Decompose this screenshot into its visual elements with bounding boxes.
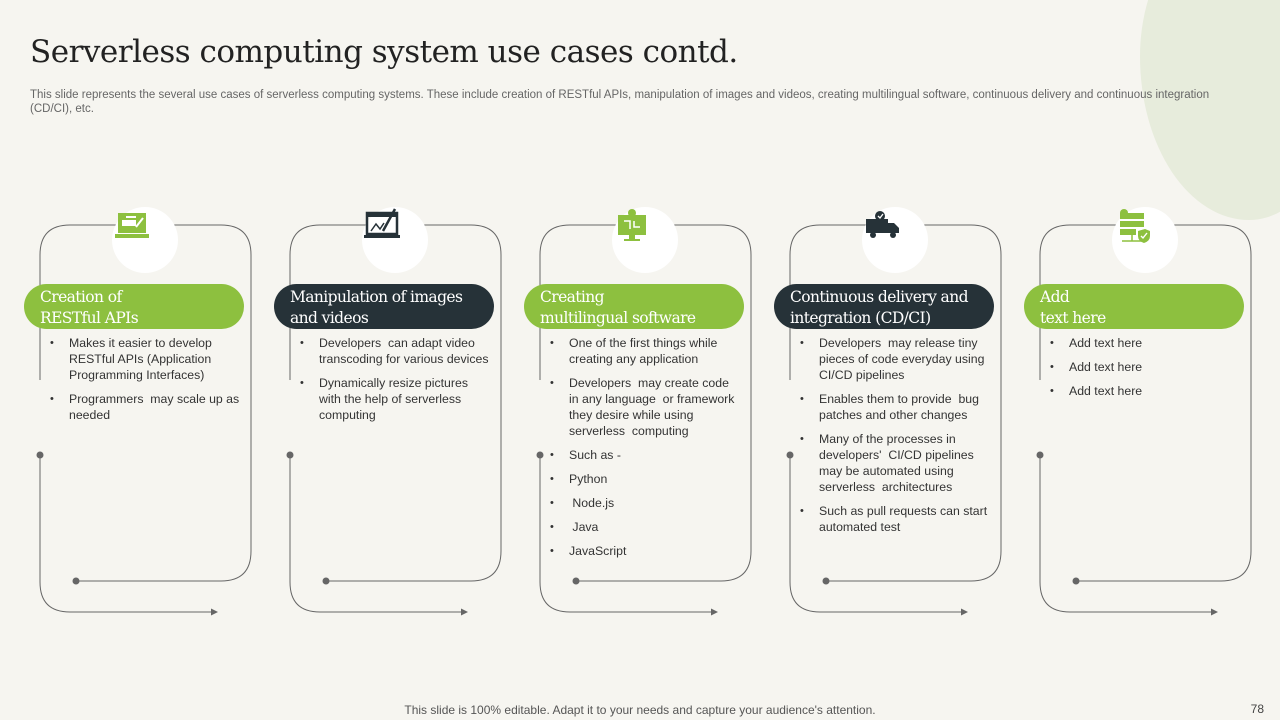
arrow-head-icon	[211, 608, 218, 616]
bullet-item: Such as -	[550, 447, 740, 463]
bullet-item: Node.js	[550, 495, 740, 511]
card-title-line: RESTful APIs	[40, 309, 139, 327]
bullet-item: One of the first things while creating a…	[550, 335, 740, 367]
card-title-line: Add	[1040, 288, 1070, 306]
arrow-head-icon	[1211, 608, 1218, 616]
card-title: Continuous delivery and integration (CD/C…	[774, 284, 994, 329]
frame-dot	[822, 577, 830, 585]
flow-line	[789, 455, 962, 613]
bullet-item: Many of the processes in developers' CI/…	[800, 431, 990, 495]
frame-outline	[539, 224, 752, 582]
card-title-line: Continuous delivery and	[790, 288, 969, 306]
bullet-item: Python	[550, 471, 740, 487]
card-title-line: Creating	[540, 288, 605, 306]
bullet-list: Add text hereAdd text hereAdd text here	[1050, 335, 1240, 407]
bullet-item: Add text here	[1050, 383, 1240, 399]
bullet-item: Makes it easier to develop RESTful APIs …	[50, 335, 240, 383]
flow-line	[539, 455, 712, 613]
card-title: Manipulation of images and videos	[274, 284, 494, 329]
laptop-code-icon	[115, 213, 149, 238]
icon-circle	[862, 207, 928, 273]
card-title-line: integration (CD/CI)	[790, 309, 931, 327]
flow-line	[1039, 455, 1212, 613]
icon-circle	[112, 207, 178, 273]
bullet-item: Add text here	[1050, 335, 1240, 351]
bullet-item: Enables them to provide bug patches and …	[800, 391, 990, 423]
bullet-item: Dynamically resize pictures with the hel…	[300, 375, 490, 423]
use-case-card: Manipulation of images and videos Develop…	[270, 200, 520, 620]
icon-circle	[612, 207, 678, 273]
card-frame	[286, 224, 502, 616]
image-editing-icon	[364, 208, 400, 238]
use-case-card: Creation of RESTful APIs Makes it easier …	[20, 200, 270, 620]
arrow-head-icon	[961, 608, 968, 616]
card-title-line: multilingual software	[540, 309, 696, 327]
footer-note: This slide is 100% editable. Adapt it to…	[404, 703, 876, 717]
card-title: Add text here	[1024, 284, 1244, 329]
server-shield-icon	[1120, 209, 1150, 243]
frame-outline	[1039, 224, 1252, 582]
flow-line	[289, 455, 462, 613]
bullet-list: Developers may release tiny pieces of co…	[800, 335, 990, 543]
arrow-head-icon	[461, 608, 468, 616]
card-title: Creation of RESTful APIs	[24, 284, 244, 329]
bullet-item: Developers may create code in any langua…	[550, 375, 740, 439]
bullet-item: Add text here	[1050, 359, 1240, 375]
cloud-monitor-icon	[618, 209, 646, 241]
card-title-line: text here	[1040, 309, 1106, 327]
frame-outline	[289, 224, 502, 582]
bullet-list: Makes it easier to develop RESTful APIs …	[50, 335, 240, 431]
use-case-card: Creating multilingual software One of the…	[520, 200, 770, 620]
frame-dot	[1072, 577, 1080, 585]
frame-outline	[39, 224, 252, 582]
page-number: 78	[1250, 702, 1264, 716]
arrow-head-icon	[711, 608, 718, 616]
card-frame	[786, 224, 1002, 616]
card-frame	[536, 224, 752, 616]
use-case-card: Continuous delivery and integration (CD/C…	[770, 200, 1020, 620]
icon-circle	[1112, 207, 1178, 273]
bullet-item: Developers may release tiny pieces of co…	[800, 335, 990, 383]
flow-line	[39, 455, 212, 613]
bullet-list: One of the first things while creating a…	[550, 335, 740, 567]
frame-dot	[322, 577, 330, 585]
card-frame	[1036, 224, 1252, 616]
card-title: Creating multilingual software	[524, 284, 744, 329]
bullet-list: Developers can adapt video transcoding f…	[300, 335, 490, 431]
card-title-line: Manipulation of images	[290, 288, 463, 306]
page-subtitle: This slide represents the several use ca…	[30, 89, 1210, 115]
frame-outline	[789, 224, 1002, 582]
bullet-item: Programmers may scale up as needed	[50, 391, 240, 423]
delivery-truck-icon	[866, 211, 899, 238]
bullet-item: Developers can adapt video transcoding f…	[300, 335, 490, 367]
bullet-item: Such as pull requests can start automate…	[800, 503, 990, 535]
card-frame	[36, 224, 252, 616]
frame-dot	[72, 577, 80, 585]
card-title-line: Creation of	[40, 288, 122, 306]
card-title-line: and videos	[290, 309, 369, 327]
bullet-item: Java	[550, 519, 740, 535]
bullet-item: JavaScript	[550, 543, 740, 559]
page-title: Serverless computing system use cases co…	[30, 34, 738, 70]
frame-dot	[572, 577, 580, 585]
icon-circle	[362, 207, 428, 273]
